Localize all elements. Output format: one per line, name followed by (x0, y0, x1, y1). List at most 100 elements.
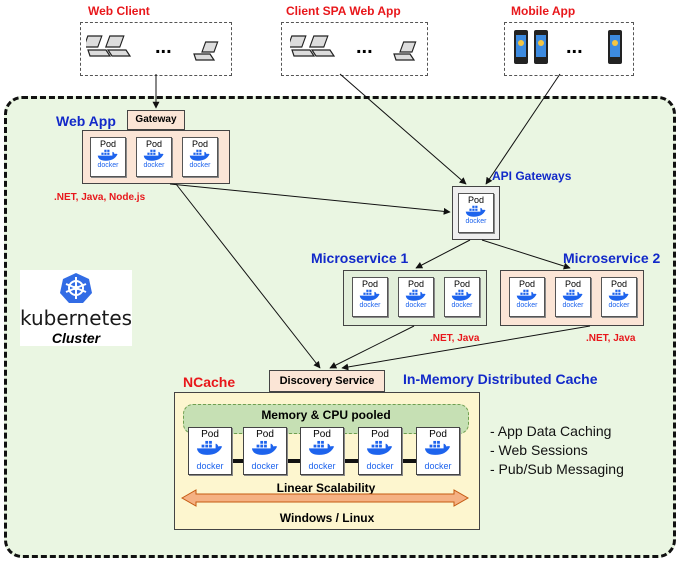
arrow-ms1-discovery (329, 325, 415, 369)
pod: Pod docker (136, 137, 172, 177)
docker-whale-icon (405, 289, 426, 301)
ncache-title: NCache (183, 374, 236, 390)
web-client-label: Web Client (88, 4, 150, 18)
pod-label: Pod (371, 429, 389, 440)
computer-icons-spa (290, 35, 417, 61)
docker-label: docker (97, 162, 119, 170)
discovery-service-box: Discovery Service (269, 370, 385, 392)
mobile-client-ellipsis: ... (566, 36, 583, 58)
pod: Pod docker (90, 137, 126, 177)
ms1-title: Microservice 1 (311, 250, 409, 266)
ncache-pod: Pod docker (358, 427, 402, 475)
docker-whale-icon (308, 440, 335, 455)
docker-whale-icon (97, 149, 118, 161)
docker-whale-icon (359, 289, 380, 301)
arrow-webapp-discovery (175, 183, 321, 369)
docker-label: docker (405, 302, 427, 310)
ms2-tech: .NET, Java (586, 333, 636, 344)
docker-label: docker (189, 162, 211, 170)
pod-label: Pod (407, 279, 424, 289)
pod-label: Pod (453, 279, 470, 289)
pod-label: Pod (467, 195, 484, 205)
web-client-ellipsis: ... (155, 36, 172, 58)
docker-whale-icon (562, 289, 583, 301)
docker-whale-icon (366, 440, 393, 455)
spa-client-ellipsis: ... (356, 36, 373, 58)
pod: Pod docker (444, 277, 480, 317)
pod-label: Pod (191, 139, 208, 149)
feature-app-data-caching: - App Data Caching (490, 423, 612, 439)
docker-label: docker (608, 302, 630, 310)
pod-label: Pod (518, 279, 535, 289)
pod-label: Pod (201, 429, 219, 440)
docker-whale-icon (189, 149, 210, 161)
phone-icons (514, 30, 622, 64)
phone-icon (514, 30, 622, 64)
docker-whale-icon (516, 289, 537, 301)
kubernetes-logo: kubernetes Cluster (20, 270, 132, 346)
ncache-subtitle: In-Memory Distributed Cache (403, 371, 598, 387)
docker-whale-icon (451, 289, 472, 301)
pod: Pod docker (555, 277, 591, 317)
os-label: Windows / Linux (279, 511, 375, 525)
api-gateways-title: API Gateways (492, 169, 572, 183)
ms2-title: Microservice 2 (563, 250, 661, 266)
arrow-api-ms2 (481, 239, 571, 270)
pod-label: Pod (99, 139, 116, 149)
docker-label: docker (424, 460, 452, 471)
ncache-pod: Pod docker (416, 427, 460, 475)
docker-whale-icon (143, 149, 164, 161)
webapp-tech: .NET, Java, Node.js (54, 192, 146, 203)
pod-label: Pod (564, 279, 581, 289)
docker-label: docker (308, 460, 336, 471)
computer-icon (290, 35, 417, 61)
ncache-pod: Pod docker (243, 427, 287, 475)
pod: Pod docker (509, 277, 545, 317)
spa-client-label: Client SPA Web App (286, 4, 401, 18)
arrow-webapp-api (169, 183, 451, 215)
docker-whale-icon (251, 440, 278, 455)
pod: Pod docker (398, 277, 434, 317)
docker-label: docker (143, 162, 165, 170)
pod: Pod docker (182, 137, 218, 177)
pod-label: Pod (610, 279, 627, 289)
ncache-features: - App Data Caching - Web Sessions - Pub/… (490, 422, 624, 479)
pod: Pod docker (352, 277, 388, 317)
pod-label: Pod (256, 429, 274, 440)
docker-whale-icon (196, 440, 223, 455)
pod: Pod docker (601, 277, 637, 317)
docker-whale-icon (424, 440, 451, 455)
webapp-title: Web App (56, 113, 116, 129)
ncache-pod: Pod docker (188, 427, 232, 475)
pod-label: Pod (361, 279, 378, 289)
pod-label: Pod (145, 139, 162, 149)
docker-label: docker (359, 302, 381, 310)
docker-label: docker (366, 460, 394, 471)
memory-cpu-pooled-label: Memory & CPU pooled (261, 408, 391, 422)
docker-label: docker (516, 302, 538, 310)
arrow-ms2-discovery (341, 325, 591, 371)
linear-scalability-label: Linear Scalability (276, 481, 376, 495)
mobile-client-label: Mobile App (511, 4, 576, 18)
pod-label: Pod (429, 429, 447, 440)
cluster-label: Cluster (51, 330, 101, 346)
docker-whale-icon (608, 289, 629, 301)
arrow-api-ms1 (415, 239, 471, 269)
docker-label: docker (196, 460, 224, 471)
computer-icons-web (86, 35, 219, 61)
docker-whale-icon (465, 205, 486, 217)
scalability-arrow (180, 489, 470, 507)
gateway-box: Gateway (127, 110, 185, 130)
ms1-tech: .NET, Java (430, 333, 480, 344)
docker-label: docker (451, 302, 473, 310)
kubernetes-wordmark: kubernetes (20, 306, 133, 330)
arrow-spa-api (339, 73, 467, 185)
docker-label: docker (251, 460, 279, 471)
arrow-mobile-api (485, 73, 561, 185)
docker-label: docker (465, 218, 487, 226)
feature-web-sessions: - Web Sessions (490, 442, 588, 458)
docker-label: docker (562, 302, 584, 310)
feature-pubsub-messaging: - Pub/Sub Messaging (490, 461, 624, 477)
